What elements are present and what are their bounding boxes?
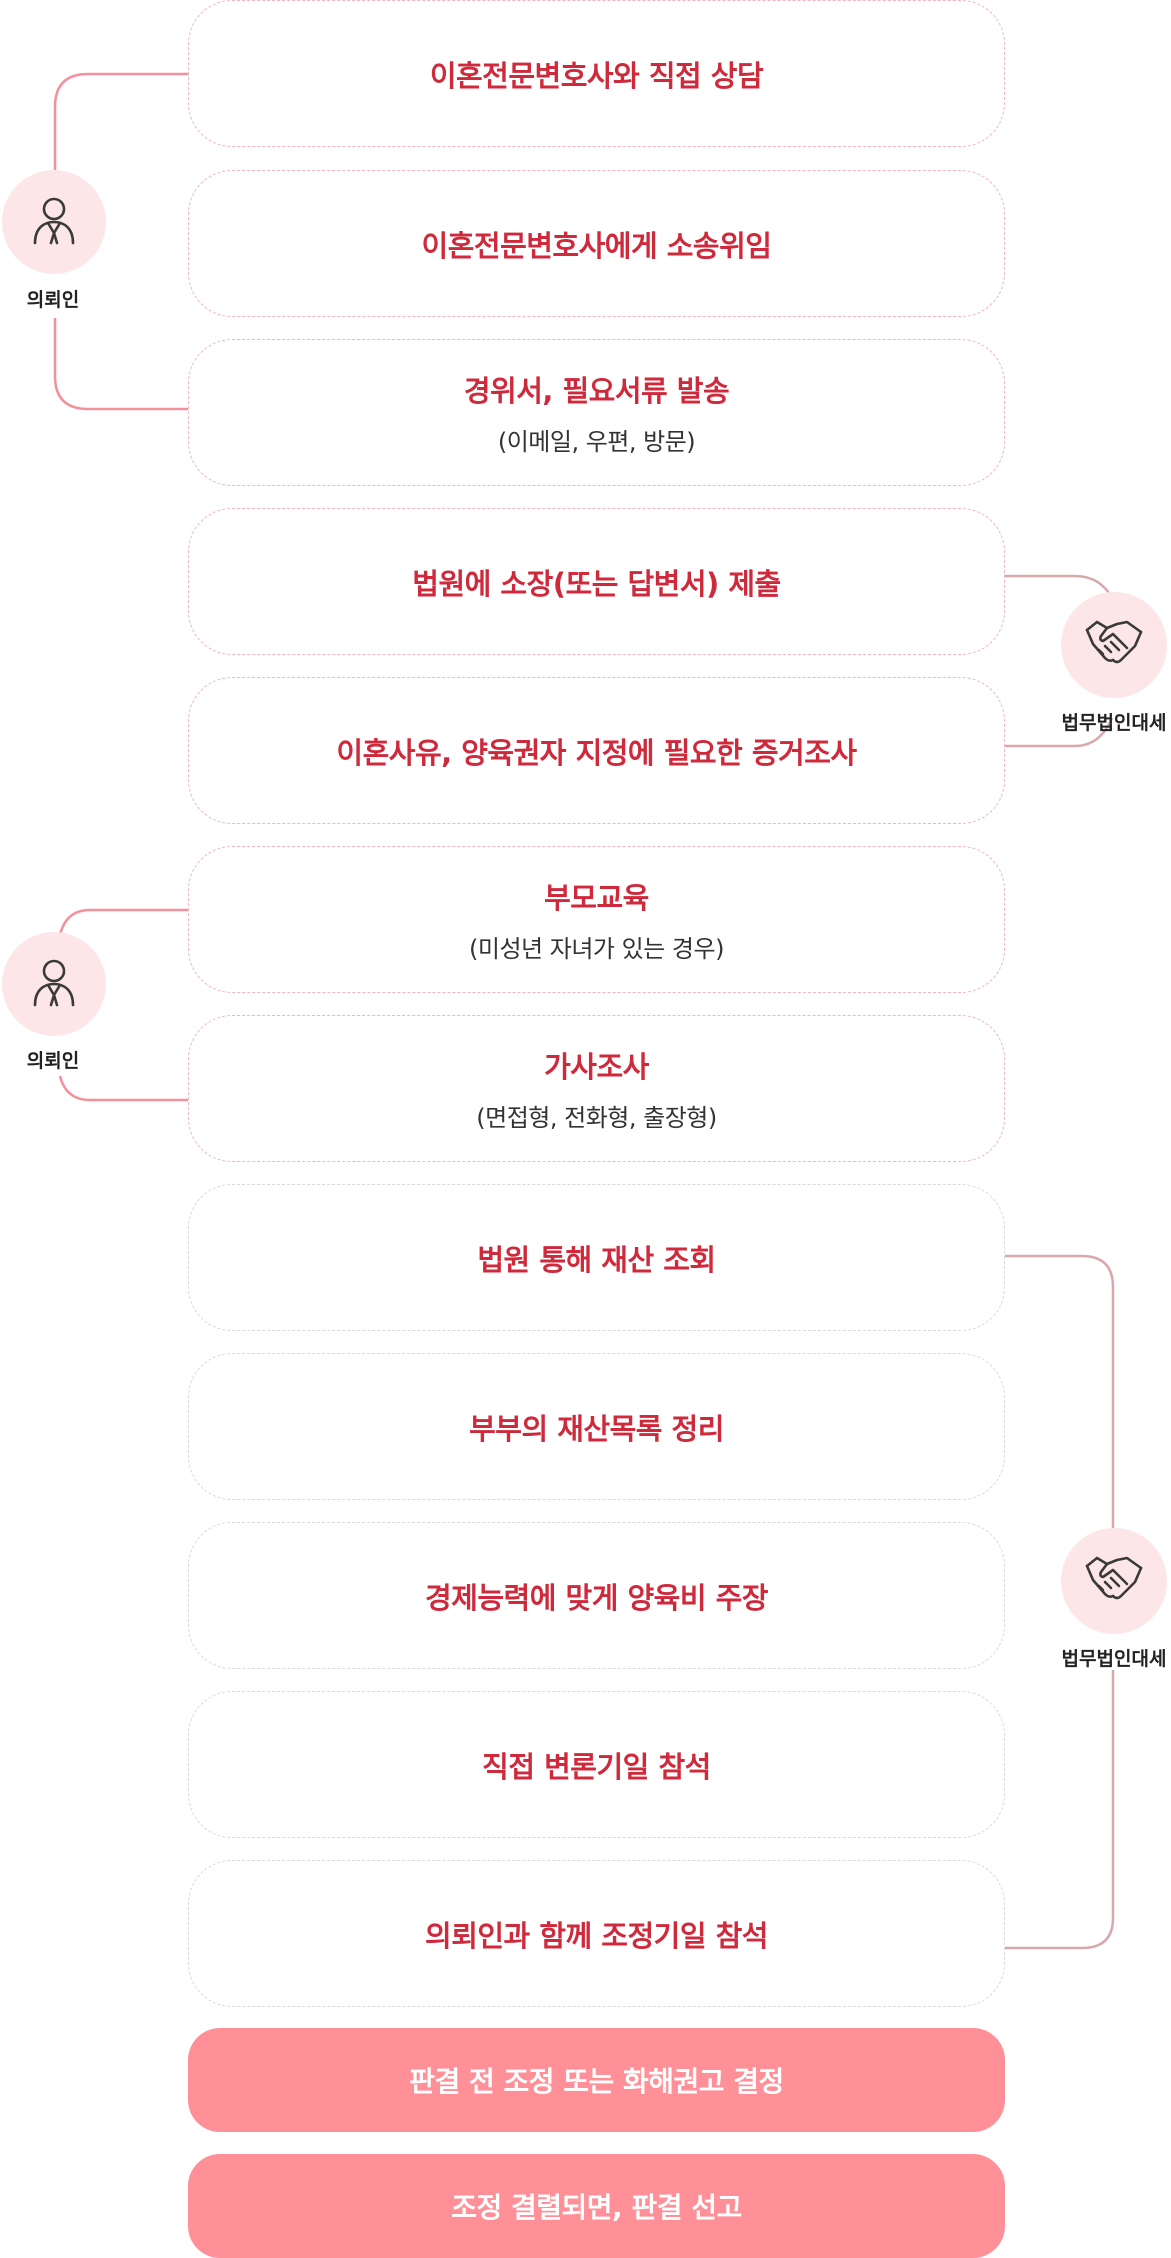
client-label: 의뢰인 [26,289,80,311]
step-title: 부모교육 [544,881,649,915]
step-parent-education: 부모교육 (미성년 자녀가 있는 경우) [188,846,1005,993]
client-connector-bottom-2 [58,1075,188,1102]
result-judgment: 조정 결렬되면, 판결 선고 [188,2154,1005,2258]
person-icon [27,193,81,251]
firm-label: 법무법인대세 [1061,1648,1167,1670]
result-mediation-decision: 판결 전 조정 또는 화해권고 결정 [188,2028,1005,2132]
client-label: 의뢰인 [26,1050,80,1072]
step-child-support: 경제능력에 맞게 양육비 주장 [188,1522,1005,1669]
step-consultation: 이혼전문변호사와 직접 상담 [188,0,1005,147]
step-subtitle: (미성년 자녀가 있는 경우) [469,935,724,963]
step-property-list: 부부의 재산목록 정리 [188,1353,1005,1500]
client-avatar [2,932,106,1036]
firm-label: 법무법인대세 [1061,712,1167,734]
step-title: 이혼전문변호사와 직접 상담 [429,58,764,93]
step-title: 법원에 소장(또는 답변서) 제출 [412,566,781,601]
step-evidence: 이혼사유, 양육권자 지정에 필요한 증거조사 [188,677,1005,824]
step-delegation: 이혼전문변호사에게 소송위임 [188,170,1005,317]
step-documents: 경위서, 필요서류 발송 (이메일, 우편, 방문) [188,339,1005,486]
step-title: 직접 변론기일 참석 [482,1749,711,1784]
firm-connector-top-2 [1005,1254,1115,1530]
step-title: 가사조사 [544,1050,649,1084]
step-title: 의뢰인과 함께 조정기일 참석 [425,1918,768,1953]
firm-avatar [1061,592,1167,698]
step-family-investigation: 가사조사 (면접형, 전화형, 출장형) [188,1015,1005,1162]
step-subtitle: (면접형, 전화형, 출장형) [476,1104,717,1132]
step-subtitle: (이메일, 우편, 방문) [497,428,696,456]
client-connector-bottom [53,318,188,411]
firm-avatar [1061,1528,1167,1634]
step-hearing: 직접 변론기일 참석 [188,1691,1005,1838]
firm-connector-bottom-2 [1005,1670,1115,1950]
client-avatar [2,170,106,274]
step-title: 경위서, 필요서류 발송 [463,374,730,408]
person-icon [27,955,81,1013]
handshake-icon [1083,616,1145,674]
client-connector-top [53,72,188,170]
firm-connector-bottom [1005,717,1114,748]
step-title: 법원 통해 재산 조회 [477,1242,716,1277]
step-property-inquiry: 법원 통해 재산 조회 [188,1184,1005,1331]
step-title: 경제능력에 맞게 양육비 주장 [425,1580,768,1615]
step-mediation: 의뢰인과 함께 조정기일 참석 [188,1860,1005,2007]
step-title: 이혼전문변호사에게 소송위임 [421,228,772,263]
handshake-icon [1083,1552,1145,1610]
step-title: 부부의 재산목록 정리 [469,1411,724,1446]
client-connector-top-2 [58,908,188,936]
step-complaint-filing: 법원에 소장(또는 답변서) 제출 [188,508,1005,655]
step-title: 이혼사유, 양육권자 지정에 필요한 증거조사 [336,735,857,770]
